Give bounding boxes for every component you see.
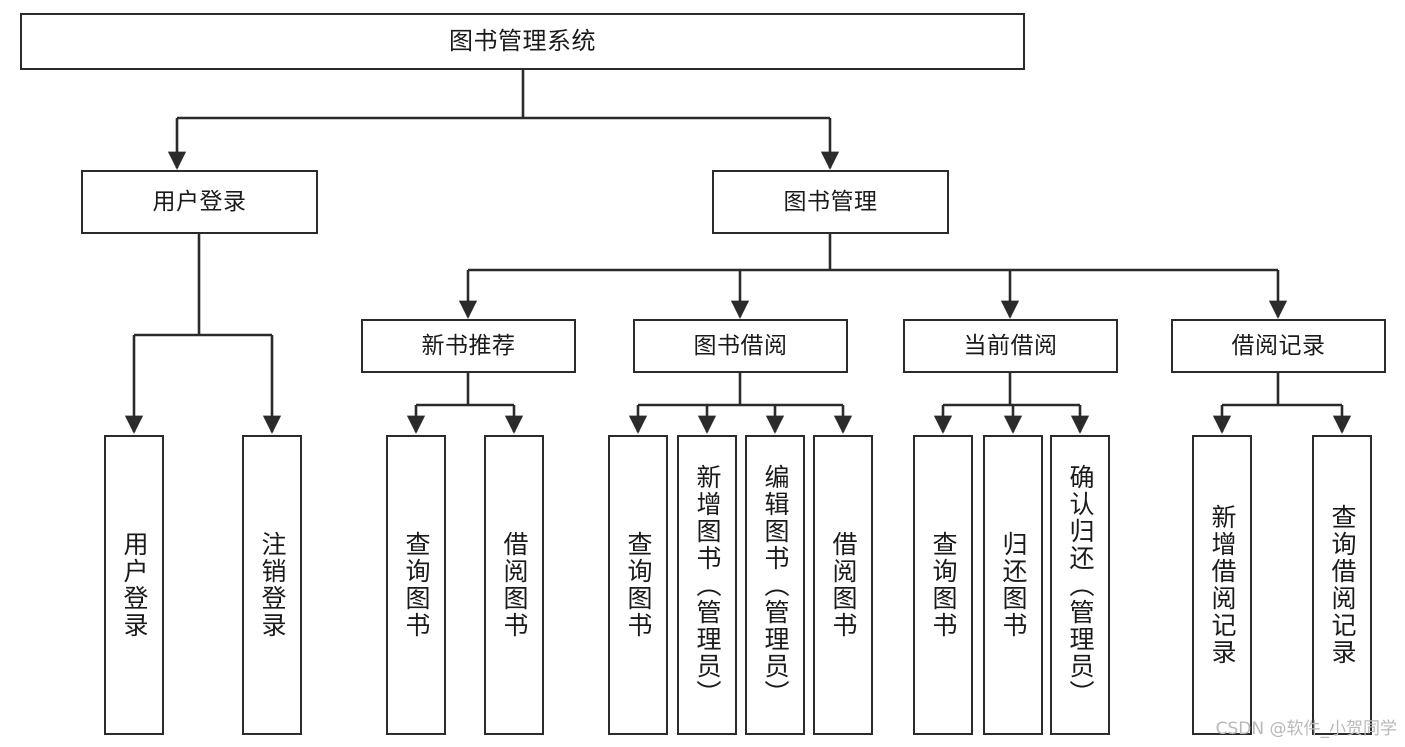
node-leaf-add-book-label: 新增图书（管理员）: [693, 463, 722, 707]
node-leaf-user-logout-label: 注销登录: [258, 531, 287, 639]
node-leaf-query-book-3[interactable]: 查询图书: [913, 435, 973, 735]
node-leaf-borrow-book-1[interactable]: 借阅图书: [484, 435, 544, 735]
node-leaf-user-login-label: 用户登录: [120, 531, 149, 639]
node-leaf-edit-book-label: 编辑图书（管理员）: [761, 463, 790, 707]
node-borrow-record-label: 借阅记录: [1231, 332, 1326, 359]
node-root[interactable]: 图书管理系统: [20, 13, 1025, 70]
csdn-watermark: CSDN @软件_小贺同学: [1215, 719, 1397, 739]
node-current-borrow-label: 当前借阅: [963, 332, 1058, 359]
node-leaf-user-logout[interactable]: 注销登录: [242, 435, 302, 735]
node-user-login[interactable]: 用户登录: [81, 170, 318, 234]
node-leaf-borrow-book-2-label: 借阅图书: [829, 531, 858, 639]
node-user-login-label: 用户登录: [152, 188, 247, 215]
node-leaf-query-borrow-record-label: 查询借阅记录: [1328, 504, 1357, 666]
node-leaf-add-borrow-record-label: 新增借阅记录: [1208, 504, 1237, 666]
node-leaf-query-book-1-label: 查询图书: [402, 531, 431, 639]
node-borrow-record[interactable]: 借阅记录: [1171, 319, 1386, 373]
node-book-borrow[interactable]: 图书借阅: [633, 319, 848, 373]
node-new-book-recommend-label: 新书推荐: [421, 332, 516, 359]
node-leaf-return-book[interactable]: 归还图书: [983, 435, 1043, 735]
node-leaf-query-book-3-label: 查询图书: [929, 531, 958, 639]
node-leaf-query-book-1[interactable]: 查询图书: [386, 435, 446, 735]
node-book-management[interactable]: 图书管理: [712, 170, 949, 234]
node-leaf-confirm-return[interactable]: 确认归还（管理员）: [1050, 435, 1110, 735]
node-leaf-query-book-2[interactable]: 查询图书: [608, 435, 668, 735]
node-book-borrow-label: 图书借阅: [693, 332, 788, 359]
node-leaf-add-borrow-record[interactable]: 新增借阅记录: [1192, 435, 1252, 735]
node-new-book-recommend[interactable]: 新书推荐: [361, 319, 576, 373]
node-root-label: 图书管理系统: [449, 26, 596, 55]
node-leaf-user-login[interactable]: 用户登录: [104, 435, 164, 735]
node-book-management-label: 图书管理: [783, 188, 878, 215]
node-current-borrow[interactable]: 当前借阅: [903, 319, 1118, 373]
node-leaf-borrow-book-1-label: 借阅图书: [500, 531, 529, 639]
node-leaf-add-book[interactable]: 新增图书（管理员）: [677, 435, 737, 735]
node-leaf-confirm-return-label: 确认归还（管理员）: [1066, 463, 1095, 707]
node-leaf-edit-book[interactable]: 编辑图书（管理员）: [745, 435, 805, 735]
node-leaf-query-book-2-label: 查询图书: [624, 531, 653, 639]
node-leaf-borrow-book-2[interactable]: 借阅图书: [813, 435, 873, 735]
node-leaf-return-book-label: 归还图书: [999, 531, 1028, 639]
node-leaf-query-borrow-record[interactable]: 查询借阅记录: [1312, 435, 1372, 735]
